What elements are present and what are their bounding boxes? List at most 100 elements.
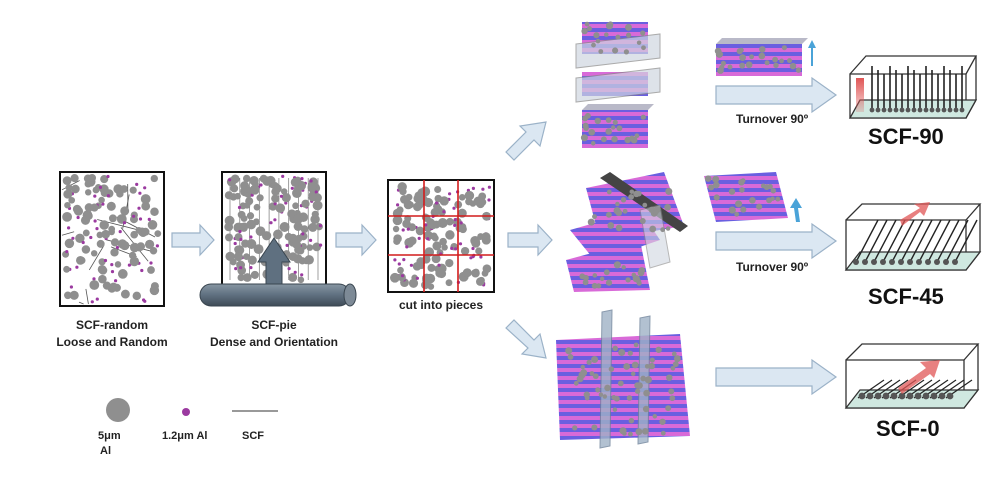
al-particle <box>465 198 473 206</box>
small-al-particle <box>314 190 318 194</box>
al-particle <box>249 184 260 195</box>
al-particle <box>292 188 302 199</box>
al-particle <box>623 49 630 55</box>
al-particle <box>627 350 633 356</box>
small-al-particle <box>149 261 153 265</box>
al-particle <box>397 266 404 274</box>
al-particle <box>434 185 442 194</box>
al-particle <box>672 361 679 368</box>
al-particle <box>120 206 130 216</box>
al-particle <box>880 259 886 265</box>
arrow-3-down <box>505 319 547 359</box>
small-al-particle <box>471 246 475 251</box>
al-particle <box>671 351 677 357</box>
al-particle <box>623 363 631 370</box>
al-particle <box>649 225 657 233</box>
al-particle <box>588 128 596 136</box>
al-particle <box>297 276 305 284</box>
scf45-fibers <box>853 219 978 265</box>
al-particle <box>620 197 627 203</box>
al-particle <box>290 177 301 187</box>
al-particle <box>934 259 940 265</box>
al-particle <box>101 229 111 239</box>
al-particle <box>773 62 779 68</box>
al-particle <box>866 392 874 400</box>
small-al-particle <box>301 232 305 236</box>
al-particle <box>80 215 91 225</box>
al-particle <box>906 392 914 400</box>
al-particle <box>615 34 621 40</box>
al-particle <box>130 230 139 239</box>
small-al-particle <box>233 241 237 246</box>
al-particle <box>572 425 578 431</box>
al-particle <box>618 348 626 357</box>
al-particle <box>240 215 248 222</box>
al-particle <box>300 225 309 233</box>
al-particle <box>602 394 608 399</box>
al-particle <box>141 201 151 211</box>
al-particle <box>136 242 146 251</box>
al-particle <box>637 269 645 277</box>
al-particle <box>144 239 155 250</box>
al-particle <box>881 107 887 113</box>
al-particle <box>132 291 142 301</box>
small-al-particle <box>319 243 323 247</box>
al-particle <box>435 268 445 278</box>
stage3-label: cut into pieces <box>398 298 484 312</box>
al-particle <box>567 354 574 360</box>
al-particle <box>659 418 666 425</box>
al-particle <box>83 174 93 183</box>
al-particle <box>764 60 770 66</box>
small-al-particle <box>138 217 143 221</box>
al-particle <box>922 392 930 400</box>
result-scf0-label: SCF-0 <box>876 416 940 441</box>
al-particle <box>712 175 720 183</box>
fiber <box>855 219 879 263</box>
al-particle <box>787 58 792 64</box>
arrow-top-long <box>715 76 838 114</box>
al-particle <box>589 371 595 376</box>
al-particle <box>135 226 143 234</box>
small-al-particle <box>454 247 458 251</box>
al-particle <box>256 194 264 202</box>
al-particle <box>234 245 242 253</box>
al-particle <box>728 206 736 214</box>
al-particle <box>431 254 441 264</box>
al-particle <box>610 125 616 130</box>
al-particle <box>613 261 621 269</box>
al-particle <box>245 197 254 206</box>
al-particle <box>582 122 589 129</box>
al-particle <box>580 134 588 142</box>
al-particle <box>408 236 417 246</box>
al-particle <box>460 246 470 256</box>
al-particle <box>862 259 868 265</box>
al-particle <box>605 211 612 218</box>
small-al-particle <box>65 250 69 254</box>
al-particle <box>226 177 237 187</box>
al-particle <box>907 259 913 265</box>
result-scf90-label: SCF-90 <box>868 124 944 149</box>
al-particle <box>446 217 454 226</box>
al-particle <box>875 107 881 113</box>
small-al-particle <box>238 229 242 234</box>
al-particle <box>288 272 298 282</box>
small-al-particle <box>406 227 410 231</box>
al-particle <box>581 27 588 35</box>
al-particle <box>767 183 773 190</box>
al-particle <box>874 392 882 400</box>
al-particle <box>396 206 404 214</box>
fiber <box>909 219 933 263</box>
al-particle <box>615 224 623 232</box>
al-particle <box>117 239 128 249</box>
small-al-particle <box>453 218 457 222</box>
al-particle <box>473 196 483 206</box>
al-particle <box>595 387 601 393</box>
al-particle <box>246 239 257 249</box>
al-particle <box>770 187 777 194</box>
al-particle <box>925 259 931 265</box>
al-particle <box>749 196 756 204</box>
small-al-particle <box>93 219 97 223</box>
al-particle <box>642 202 648 208</box>
al-particle <box>652 414 658 419</box>
al-particle <box>641 427 649 435</box>
